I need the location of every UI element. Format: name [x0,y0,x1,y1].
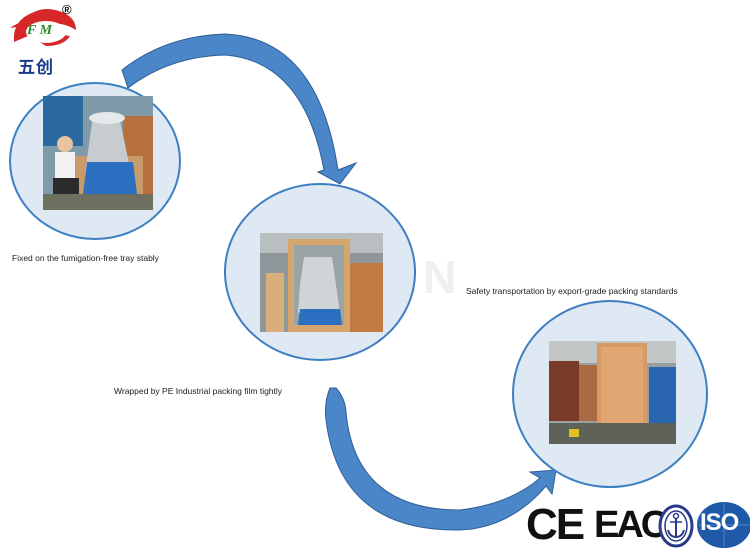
step-3-photo [549,341,676,444]
anchor-seal-icon [658,504,694,548]
logo-emblem-icon [10,9,76,46]
step-2-photo [260,233,383,332]
step-1-caption: Fixed on the fumigation-free tray stably [12,253,159,263]
logo-chinese-text: 五创 [18,58,54,78]
step-1-photo [43,96,153,210]
ce-mark: CE [526,500,585,549]
certification-marks: CE EAC ISO [524,500,750,550]
iso-mark: ISO [700,509,739,536]
step-3-caption: Safety transportation by export-grade pa… [466,286,678,296]
step-2-caption: Wrapped by PE Industrial packing film ti… [114,386,283,396]
eac-mark: EAC [594,504,668,546]
arrow-step2-to-step3 [325,387,557,531]
logo-registered-mark: ® [62,2,72,17]
logo-initials: F M [27,23,53,38]
iso-globe-icon [697,502,750,548]
brand-logo: F M ® [6,2,86,80]
